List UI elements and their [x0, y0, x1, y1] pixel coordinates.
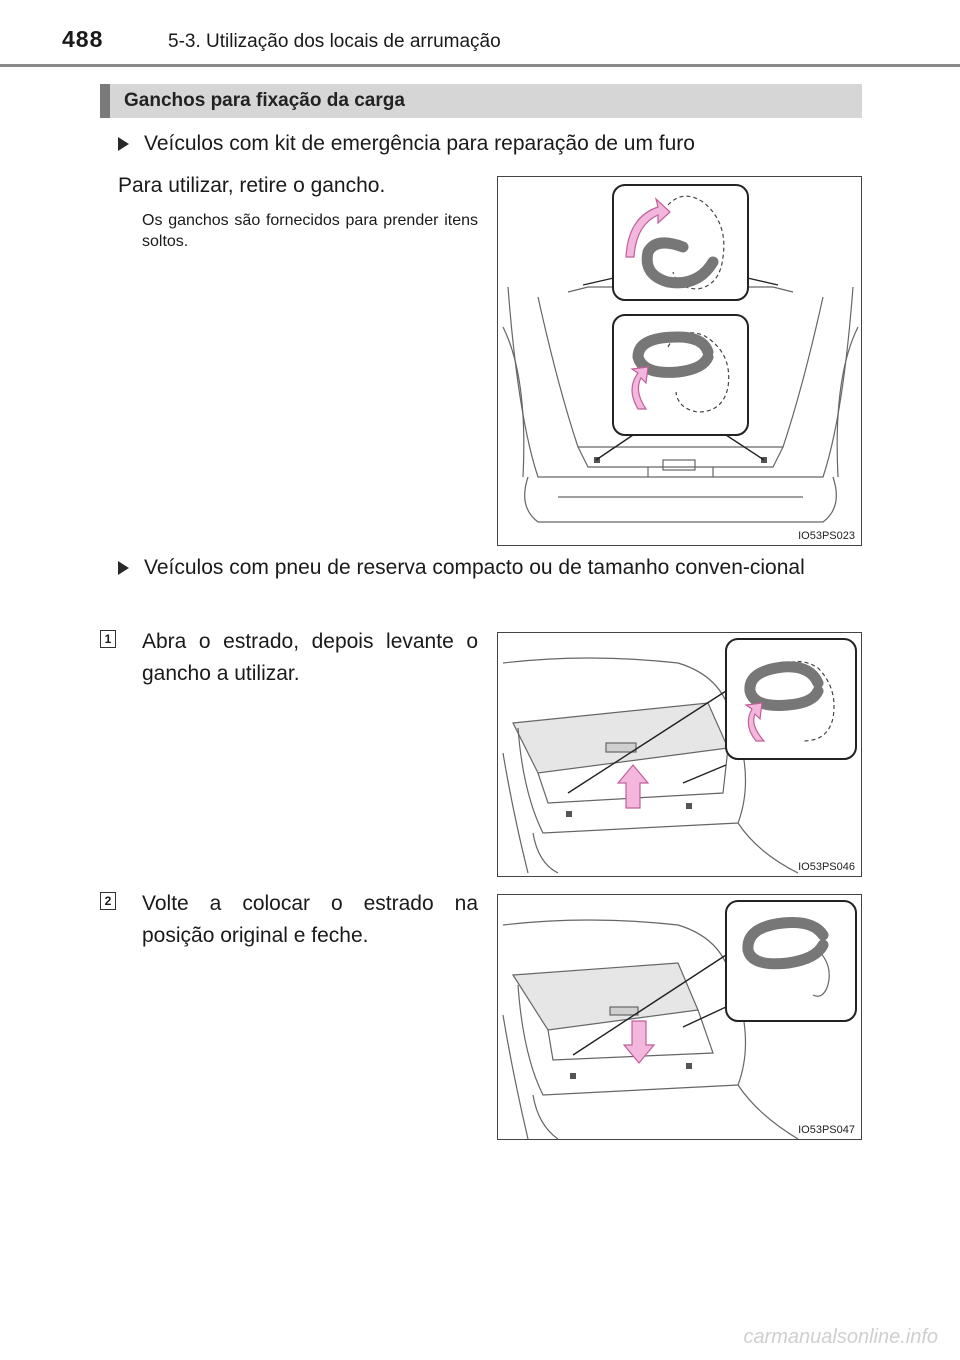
bullet-text: Veículos com pneu de reserva compacto ou…: [144, 556, 805, 579]
figure-code: IO53PS023: [798, 530, 855, 542]
figure-step-1: IO53PS046: [497, 632, 862, 877]
header-rule: [0, 64, 960, 67]
figure-code: IO53PS047: [798, 1124, 855, 1136]
raise-hook-illustration: [502, 638, 857, 874]
figure-emergency-kit: IO53PS023: [497, 176, 862, 546]
cargo-area-illustration: [502, 184, 859, 523]
step-1-text: Abra o estrado, depois levante o gancho …: [142, 630, 478, 685]
step-2-text: Volte a colocar o estrado na posição ori…: [142, 892, 478, 947]
chapter-title: 5-3. Utilização dos locais de arrumação: [168, 31, 501, 52]
step-number-1: 1: [100, 630, 116, 648]
bullet-triangle-icon: [118, 137, 129, 151]
instruction-text: Para utilizar, retire o gancho.: [118, 174, 386, 197]
bullet-spare-tire: Veículos com pneu de reserva compacto ou…: [118, 552, 858, 584]
section-header: Ganchos para fixação da carga: [100, 84, 862, 118]
bullet-text: Veículos com kit de emergência para repa…: [144, 132, 695, 155]
bullet-emergency-kit: Veículos com kit de emergência para repa…: [118, 128, 858, 160]
lower-floor-illustration: [502, 900, 857, 1140]
section-title: Ganchos para fixação da carga: [124, 90, 405, 111]
footer-watermark: carmanualsonline.info: [743, 1326, 938, 1348]
note-text: Os ganchos são fornecidos para prender i…: [142, 212, 478, 250]
step-number-2: 2: [100, 892, 116, 910]
figure-step-2: IO53PS047: [497, 894, 862, 1140]
page-number: 488: [62, 26, 104, 52]
bullet-triangle-icon: [118, 561, 129, 575]
figure-code: IO53PS046: [798, 861, 855, 873]
